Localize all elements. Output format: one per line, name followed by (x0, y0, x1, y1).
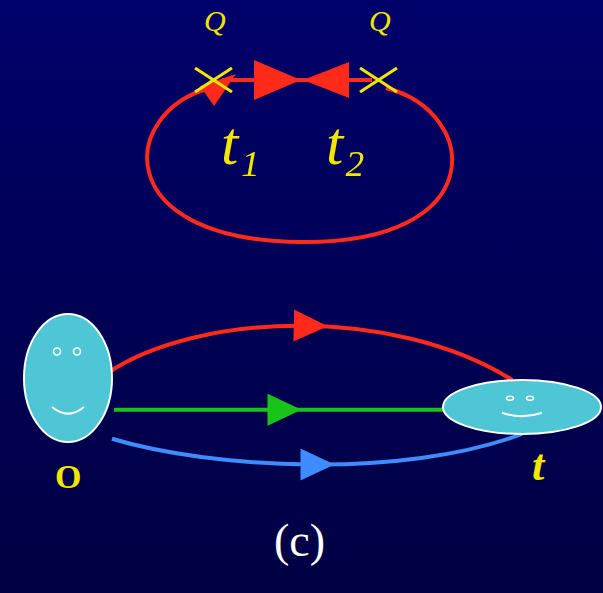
worldline-arrow (112, 434, 522, 481)
worldline-arrow (108, 309, 512, 380)
observer-label: O (55, 460, 81, 494)
charge-label: Q (204, 6, 226, 36)
loop-line (147, 88, 452, 242)
smiley-face (441, 378, 603, 436)
arrow-head (254, 60, 301, 100)
time-label: t₁ (221, 112, 260, 174)
source-mark (195, 68, 232, 92)
panel-label: (c) (274, 518, 325, 564)
charge-label: Q (369, 6, 391, 36)
smiley-face (22, 312, 114, 444)
observer-node: t (441, 378, 603, 436)
observer-node: O (22, 312, 114, 444)
observer-label: t (532, 444, 544, 488)
source-mark (360, 68, 397, 92)
time-label: t₂ (326, 112, 365, 174)
worldline-arrow (114, 394, 455, 426)
arrow-head (303, 62, 349, 98)
